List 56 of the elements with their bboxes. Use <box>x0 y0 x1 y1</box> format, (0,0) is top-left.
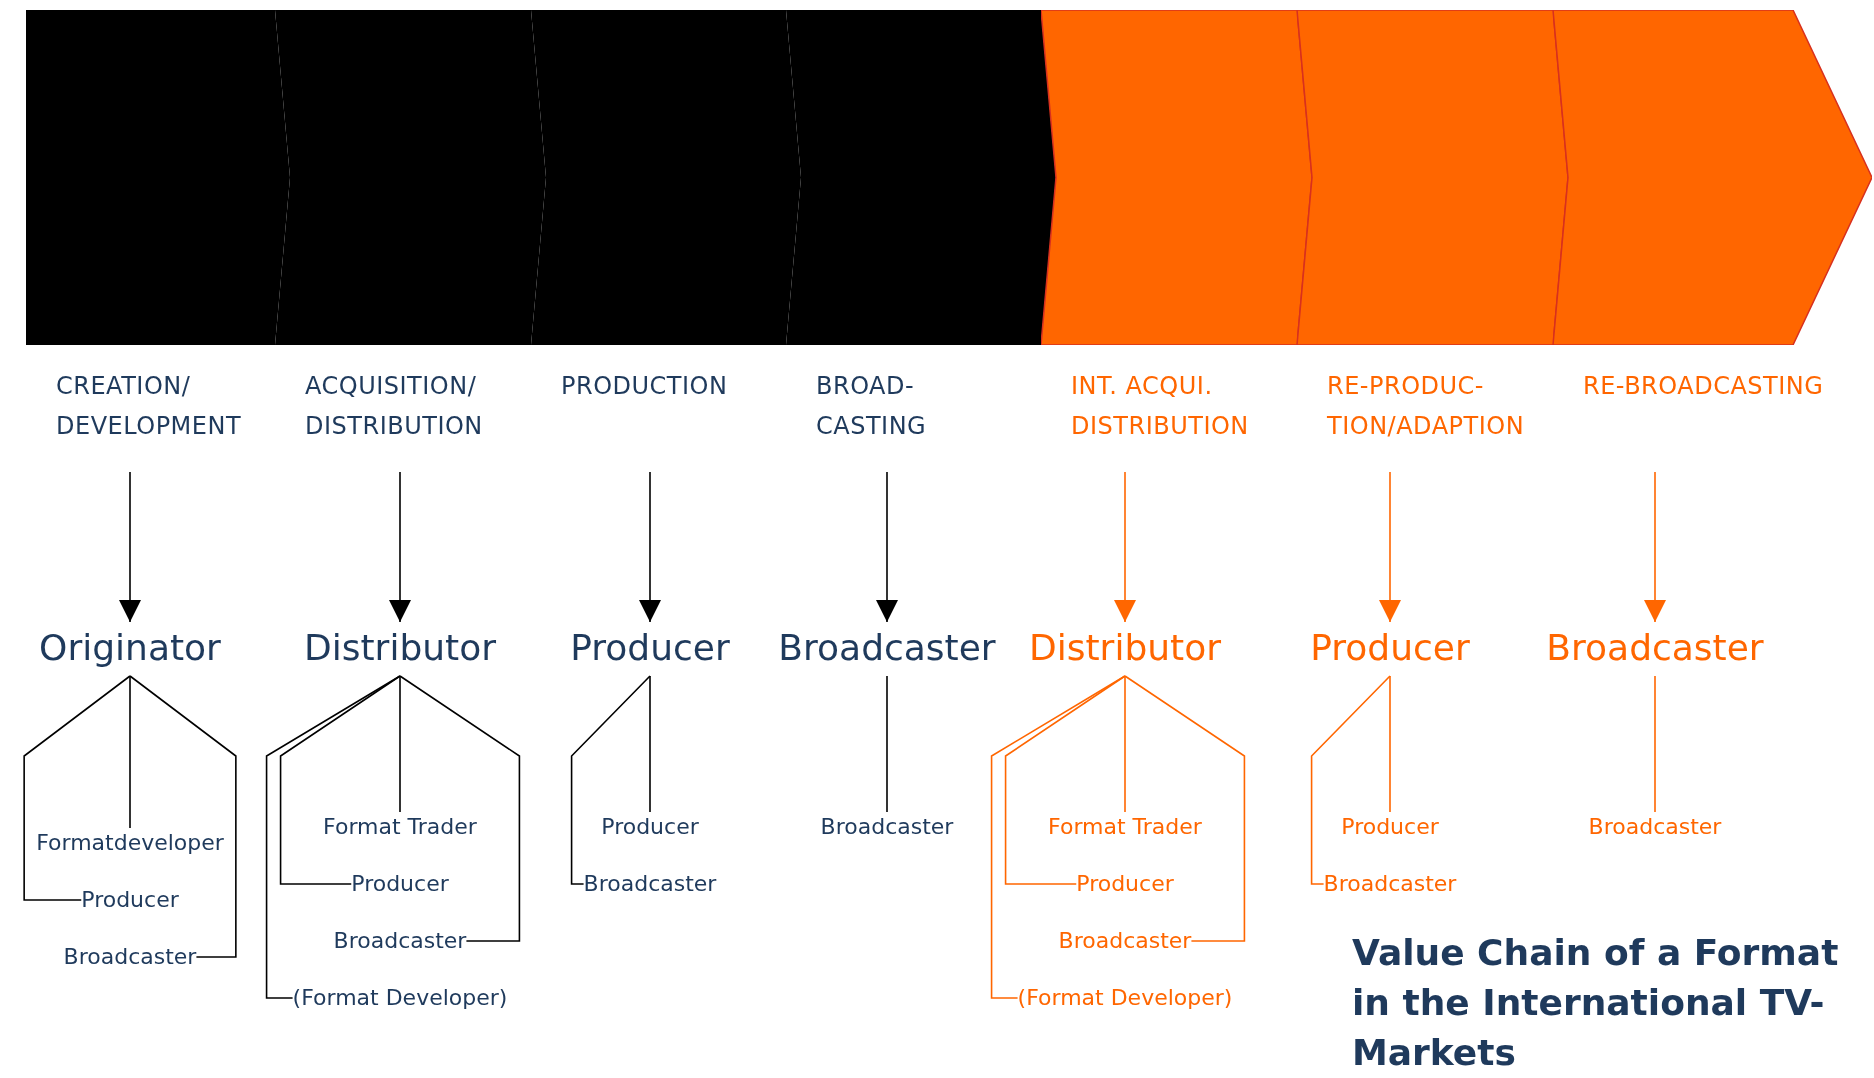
role-item: Producer <box>1076 869 1174 899</box>
connector-line <box>1124 675 1246 942</box>
role-item: Broadcaster <box>1058 926 1192 956</box>
role-item: Broadcaster <box>583 869 717 899</box>
connector-line <box>129 675 237 958</box>
connector-line <box>399 675 521 942</box>
connector-line <box>1310 675 1391 885</box>
role-title: Producer <box>570 626 730 670</box>
arrow <box>389 471 411 623</box>
role-item: (Format Developer) <box>1017 983 1233 1013</box>
stage-label: RE-PRODUC- TION/ADAPTION <box>1327 371 1526 442</box>
stage-label: CREATION/ DEVELOPMENT <box>56 371 243 442</box>
role-item: Broadcaster <box>820 812 954 842</box>
connector-line <box>1389 675 1391 813</box>
role-item: Producer <box>351 869 449 899</box>
stage-label: PRODUCTION <box>561 371 729 402</box>
connector-line <box>886 675 888 813</box>
role-item: Producer <box>81 885 179 915</box>
role-item: (Format Developer) <box>292 983 508 1013</box>
stage-label: ACQUISITION/ DISTRIBUTION <box>305 371 484 442</box>
role-item: Broadcaster <box>1323 869 1457 899</box>
role-item: Format Trader <box>323 812 477 842</box>
arrow <box>119 471 141 623</box>
role-title: Broadcaster <box>778 626 996 670</box>
stage-label: RE-BROADCASTING <box>1583 371 1825 402</box>
connector-line <box>570 675 651 885</box>
role-title: Distributor <box>1029 626 1221 670</box>
arrow <box>876 471 898 623</box>
role-item: Broadcaster <box>1588 812 1722 842</box>
role-title: Producer <box>1310 626 1470 670</box>
connector-line <box>265 675 401 999</box>
role-title: Distributor <box>304 626 496 670</box>
role-item: Broadcaster <box>333 926 467 956</box>
arrow <box>1379 471 1401 623</box>
stage-label: BROAD- CASTING <box>816 371 928 442</box>
role-item: Broadcaster <box>63 942 197 972</box>
role-item: Formatdeveloper <box>36 828 224 858</box>
stage-label: INT. ACQUI. DISTRIBUTION <box>1071 371 1250 442</box>
connector-line <box>990 675 1126 999</box>
role-title: Broadcaster <box>1546 626 1764 670</box>
role-item: Format Trader <box>1048 812 1202 842</box>
connector-line <box>129 675 131 829</box>
connector-line <box>1654 675 1656 813</box>
role-item: Producer <box>601 812 699 842</box>
connector-line <box>1004 675 1126 885</box>
role-title: Originator <box>39 626 221 670</box>
arrow <box>1114 471 1136 623</box>
connector-line <box>279 675 401 885</box>
connector-line <box>649 675 651 813</box>
connector-line <box>23 675 131 901</box>
caption-text: Value Chain of a Format in the International TV- Markets <box>1352 931 1840 1075</box>
role-item: Producer <box>1341 812 1439 842</box>
connector-line <box>399 675 401 813</box>
arrow <box>639 471 661 623</box>
arrow <box>1644 471 1666 623</box>
connector-line <box>1124 675 1126 813</box>
